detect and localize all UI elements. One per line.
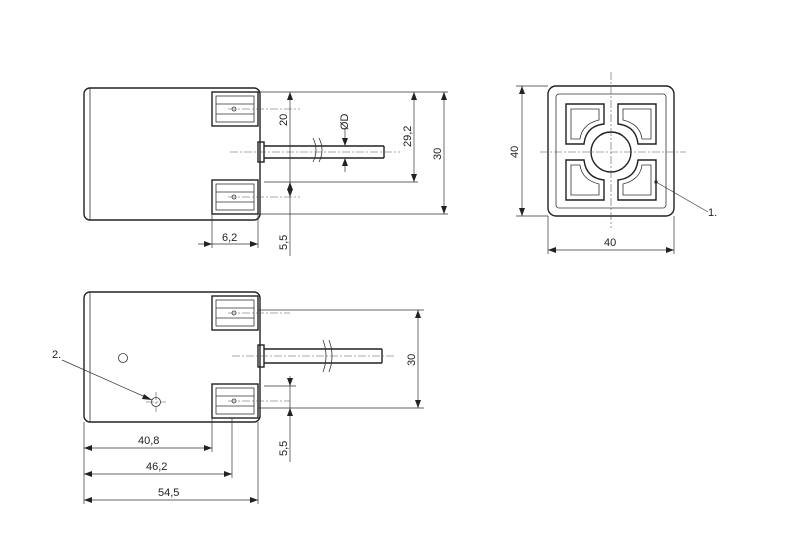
quadrant-bl: [565, 159, 605, 201]
mounting-hole-1: [118, 353, 128, 363]
end-view: 40 40 1.: [509, 72, 717, 254]
dim-5-5-top: 5,5: [278, 235, 290, 250]
housing-body-bottom: [83, 291, 261, 423]
housing-body-top: [83, 87, 261, 221]
dim-20: 20: [278, 114, 290, 126]
quadrant-tr: [617, 103, 657, 145]
dim-46-2: 46,2: [146, 461, 167, 473]
dim-6-2: 6,2: [222, 232, 237, 244]
dim-30-side: 30: [432, 148, 444, 160]
callout-1: 1.: [708, 207, 717, 219]
dim-40-horizontal: 40: [604, 237, 616, 249]
callout-2: 2.: [52, 349, 61, 361]
quadrant-tl: [565, 103, 605, 145]
dim-30-bottom: 30: [406, 354, 418, 366]
dim-40-8: 40,8: [138, 435, 159, 447]
side-view-bottom: 2. 30 5,5 40,8 46,2 54,5: [52, 291, 424, 504]
dim-diameter-d: ØD: [339, 113, 351, 130]
dim-54-5: 54,5: [158, 487, 179, 499]
quadrant-br: [617, 159, 657, 201]
dim-29-2: 29,2: [402, 126, 414, 147]
side-view-top: 20 ØD 29,2 30 6,2 5,5: [83, 87, 448, 256]
dim-5-5-bottom: 5,5: [278, 441, 290, 456]
dim-40-vertical: 40: [509, 146, 521, 158]
